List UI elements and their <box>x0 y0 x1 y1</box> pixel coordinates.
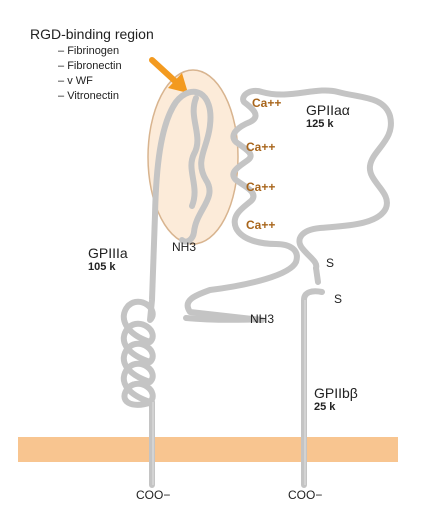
gpiib-beta-mass: 25 k <box>314 401 336 413</box>
gpiia-alpha-name: GPIIaα <box>306 102 350 118</box>
gpiib-beta-chain <box>301 288 325 488</box>
gpiib-beta-label: GPIIbβ 25 k <box>314 385 358 413</box>
coo-terminus-right: COO− <box>288 488 323 502</box>
ligand-item: Fibronectin <box>58 59 121 74</box>
rgd-loop <box>188 95 201 209</box>
disulfide-s2: S <box>334 292 343 306</box>
gpiia-alpha-label: GPIIaα 125 k <box>306 102 350 130</box>
coo-terminus-left: COO− <box>136 488 171 502</box>
disulfide-s1: S <box>326 256 335 270</box>
calcium-site: Ca++ <box>246 180 275 194</box>
rgd-arrow-icon <box>149 57 188 93</box>
gpiiia-mass: 105 k <box>88 261 116 273</box>
calcium-site: Ca++ <box>252 96 281 110</box>
disulfide-stub <box>313 265 321 285</box>
gpiiia-chain <box>120 88 214 488</box>
ligand-item: Fibrinogen <box>58 44 122 59</box>
gpiiia-label: GPIIIa 105 k <box>88 245 128 273</box>
gpiiia-name: GPIIIa <box>88 245 128 261</box>
calcium-site: Ca++ <box>246 140 275 154</box>
nh3-terminus-left: NH3 <box>172 240 197 254</box>
ligand-item: v WF <box>58 74 122 89</box>
calcium-label: Ca++ <box>246 218 276 232</box>
nh3-terminus-right: NH3 <box>250 312 275 326</box>
calcium-label: Ca++ <box>252 96 282 110</box>
gpiia-alpha-chain <box>183 87 394 323</box>
rgd-region-title: RGD-binding region <box>30 26 154 42</box>
gpiia-alpha-mass: 125 k <box>306 118 334 130</box>
gpiib-beta-name: GPIIbβ <box>314 385 358 401</box>
ligand-list: Fibrinogen Fibronectin v WF Vitronectin <box>58 44 122 104</box>
calcium-label: Ca++ <box>246 140 276 154</box>
calcium-site: Ca++ <box>246 218 275 232</box>
cell-membrane <box>18 437 398 462</box>
calcium-label: Ca++ <box>246 180 276 194</box>
ligand-item: Vitronectin <box>58 89 122 104</box>
